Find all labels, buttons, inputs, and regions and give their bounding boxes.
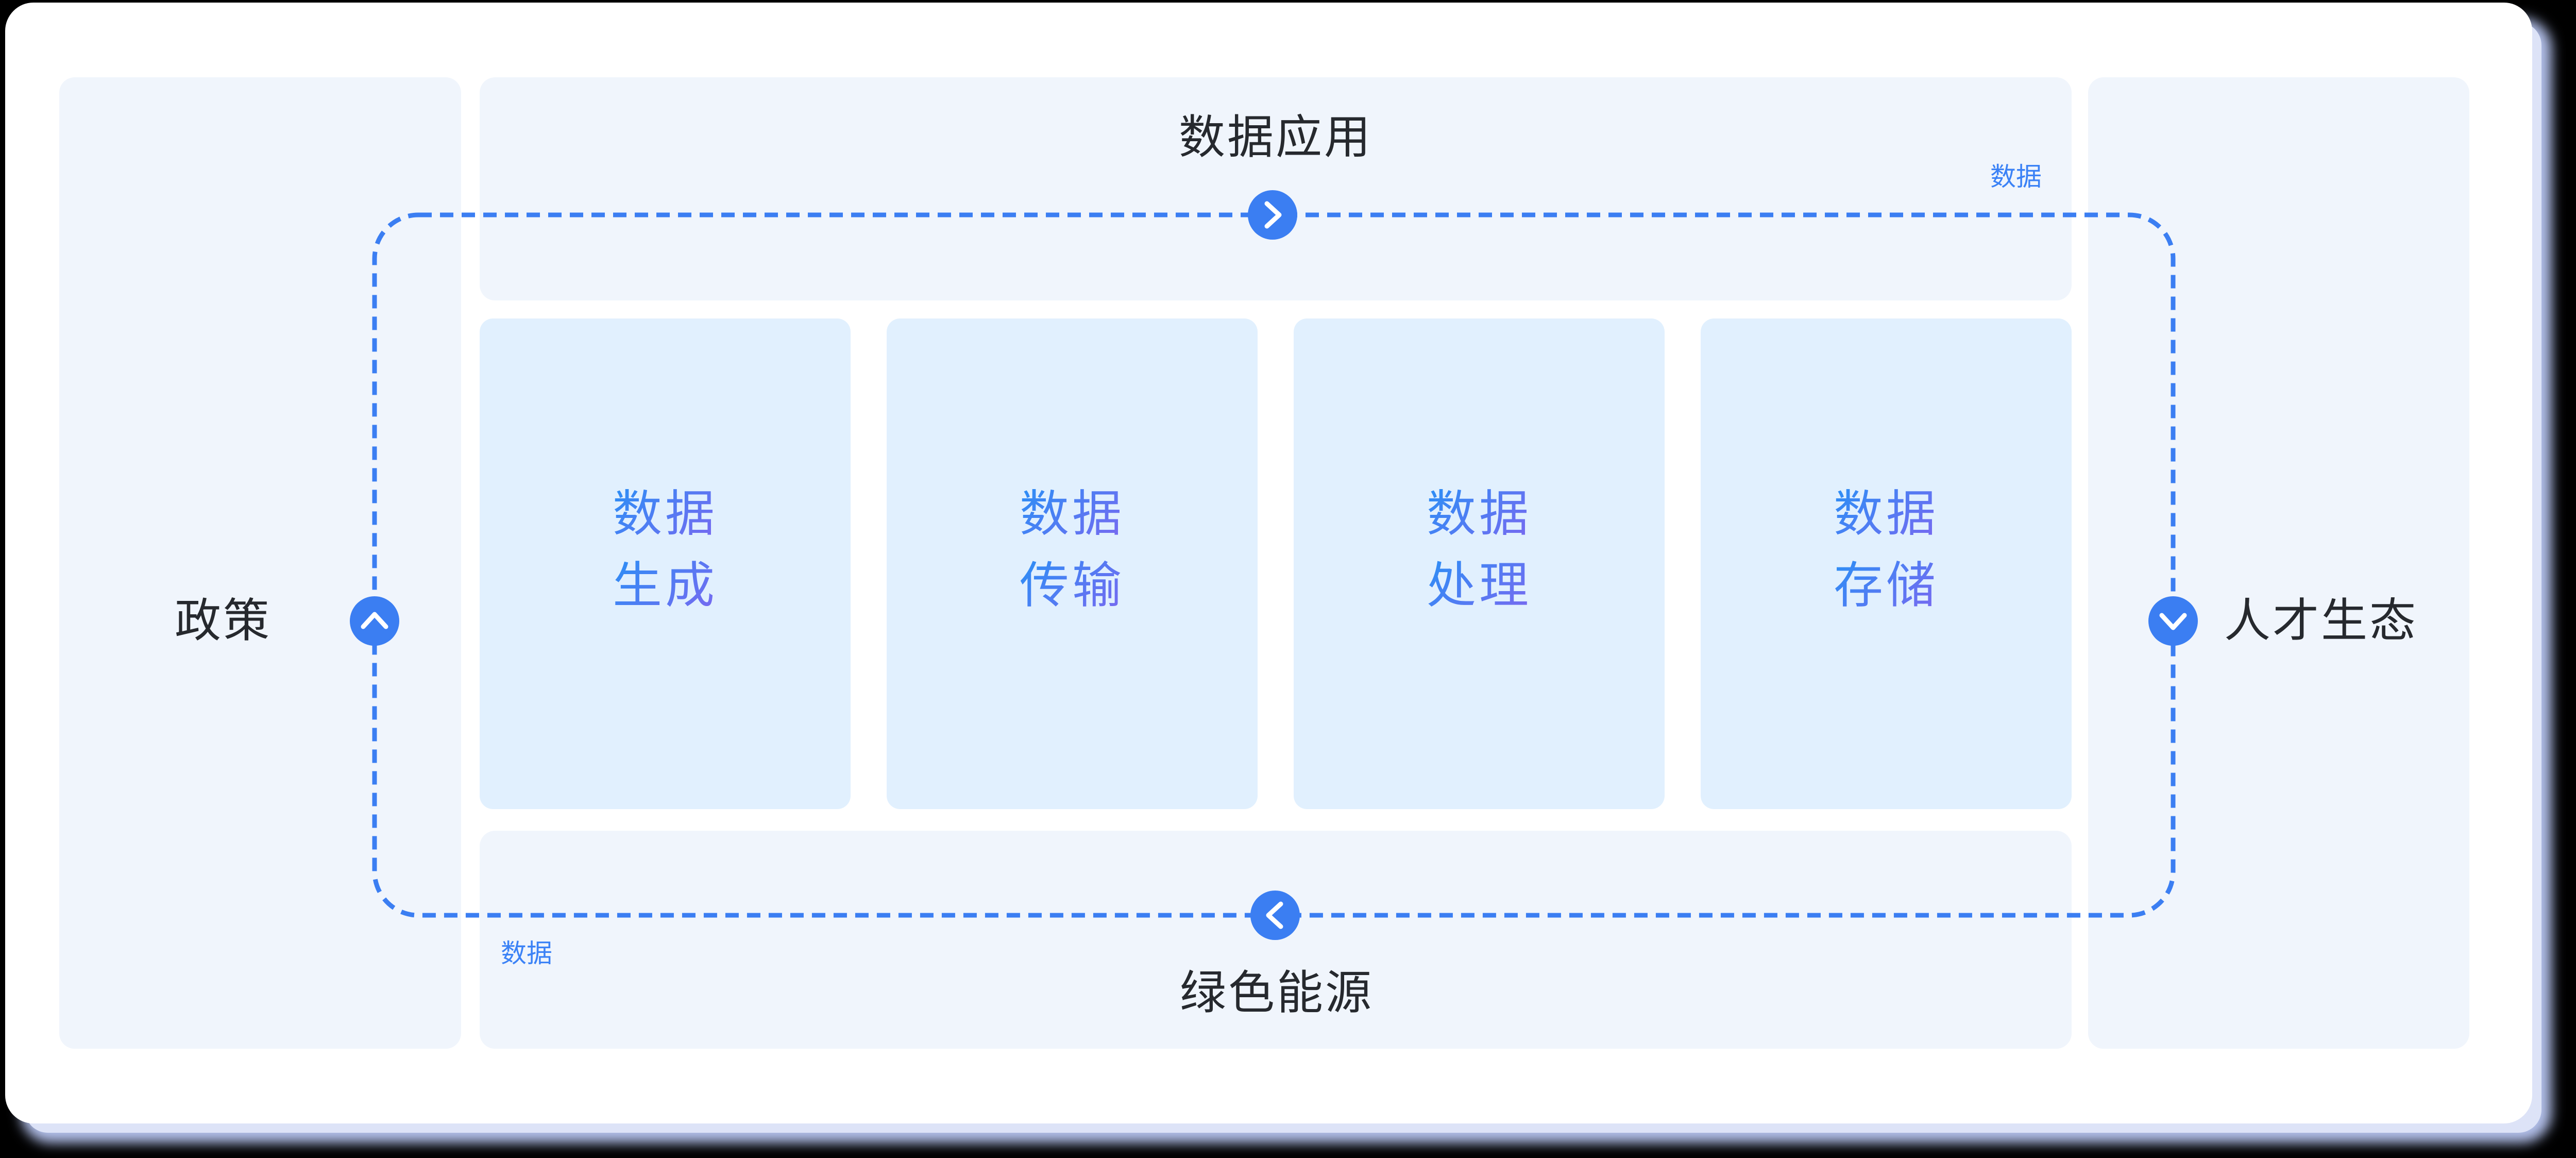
box-data-generation: 数据 生成 (480, 318, 851, 809)
left-panel-title: 政策 (175, 595, 272, 647)
box-data-storage: 数据 存储 (1701, 318, 2072, 809)
box-label-line: 存储 (1834, 550, 1939, 622)
talent-panel (2088, 77, 2469, 1049)
right-panel-title: 人才生态 (2224, 595, 2418, 647)
box-label-line: 数据 (1834, 478, 1939, 550)
box-label-line: 数据 (1427, 478, 1532, 550)
box-label-line: 处理 (1427, 550, 1532, 622)
top-banner-title: 数据应用 (1179, 112, 1372, 163)
box-label-line: 传输 (1020, 550, 1125, 622)
box-label-line: 数据 (1020, 478, 1125, 550)
box-data-transmission: 数据 传输 (887, 318, 1258, 809)
flow-label-bottom: 数据 (501, 939, 552, 968)
box-label-line: 数据 (613, 478, 718, 550)
policy-panel (59, 77, 461, 1049)
flow-label-top: 数据 (1990, 162, 2042, 191)
box-label-line: 生成 (613, 550, 718, 622)
bottom-banner-title: 绿色能源 (1180, 967, 1374, 1019)
box-data-processing: 数据 处理 (1294, 318, 1665, 809)
